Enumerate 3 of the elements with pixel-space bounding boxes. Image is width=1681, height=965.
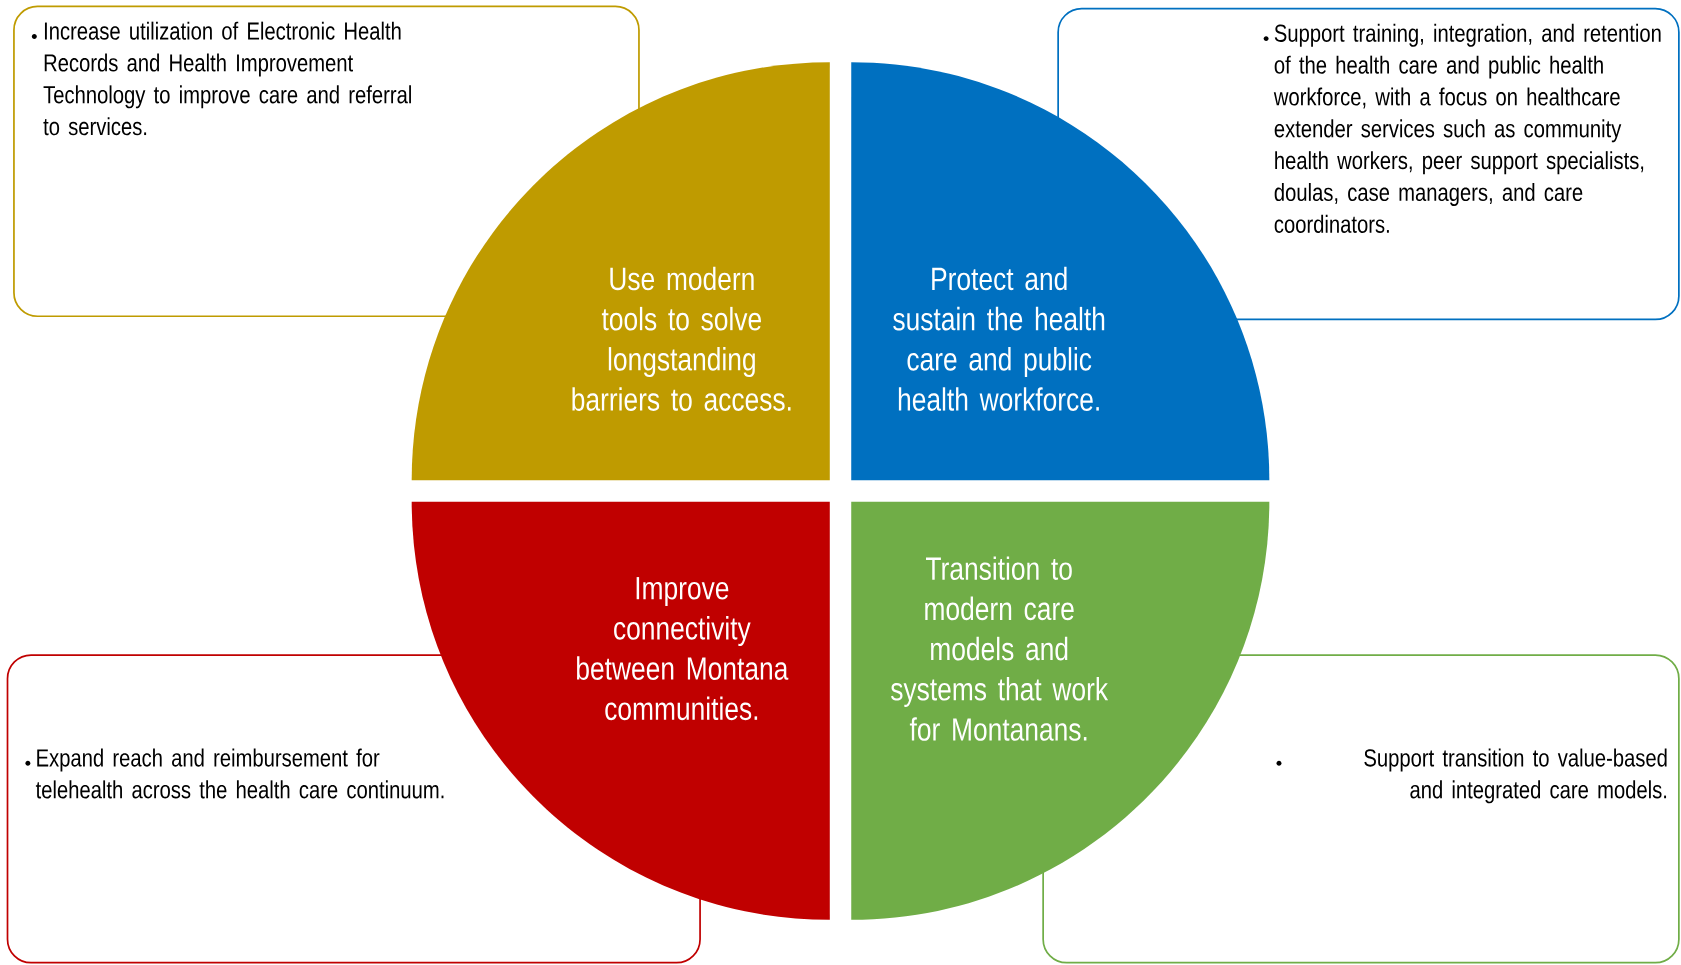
quadrant: Protect and sustain the health care and public health workforce. bbox=[851, 62, 1270, 481]
quadrant: Use modern tools to solve longstanding barriers to access. bbox=[411, 62, 830, 481]
quadrant: Transition to modern care models and systems that work for Montanans. bbox=[851, 501, 1270, 920]
